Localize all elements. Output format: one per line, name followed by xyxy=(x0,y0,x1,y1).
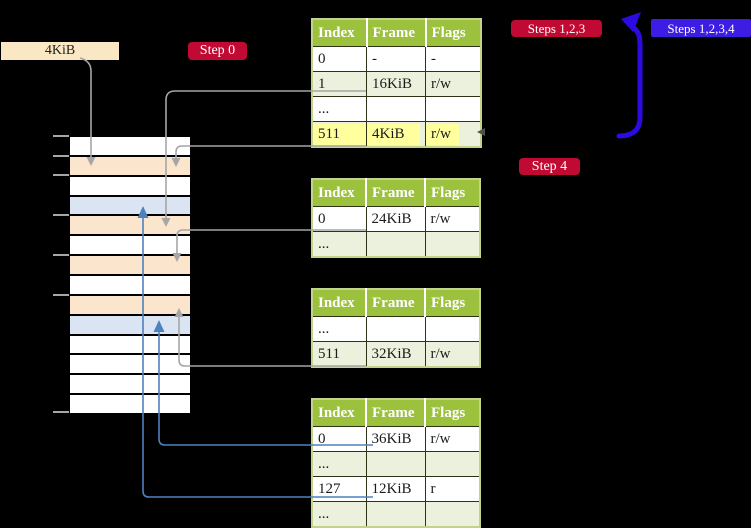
table-row: 511 4KiB r/w xyxy=(312,121,481,147)
column-header-frame: Frame xyxy=(365,19,426,47)
memory-tick xyxy=(53,135,69,137)
table-row: ... xyxy=(312,96,481,122)
memory-row xyxy=(70,196,190,215)
memory-row xyxy=(70,156,190,175)
table-row: ... xyxy=(312,316,480,342)
table-header-row: Index Frame Flags xyxy=(312,19,481,47)
memory-row xyxy=(70,335,190,354)
memory-row xyxy=(70,216,190,235)
table-header-row: Index Frame Flags xyxy=(312,179,480,207)
column-header-index: Index xyxy=(312,399,366,427)
table-row: 127 12KiB r xyxy=(312,476,480,502)
table-header-row: Index Frame Flags xyxy=(312,289,480,317)
column-header-index: Index xyxy=(312,179,366,207)
step4-badge: Step 4 xyxy=(519,158,580,175)
column-header-frame: Frame xyxy=(365,179,425,207)
memory-tick xyxy=(53,155,69,157)
column-header-index: Index xyxy=(312,19,367,47)
page-size-label: 4KiB xyxy=(1,42,119,60)
memory-tick xyxy=(53,214,69,216)
memory-row xyxy=(70,137,190,155)
steps-1234-badge: Steps 1,2,3,4 xyxy=(651,19,751,37)
column-header-flags: Flags xyxy=(424,179,480,207)
memory-row xyxy=(70,395,190,414)
column-header-index: Index xyxy=(312,289,366,317)
memory-row xyxy=(70,236,190,255)
column-header-flags: Flags xyxy=(424,289,480,317)
column-header-frame: Frame xyxy=(365,289,425,317)
physical-memory-column xyxy=(70,137,190,414)
table-row: 1 16KiB r/w xyxy=(312,71,481,97)
thick-blue-loop-arrow xyxy=(616,12,643,139)
table-row: 0 24KiB r/w xyxy=(312,206,480,232)
table-header-row: Index Frame Flags xyxy=(312,399,480,427)
memory-row xyxy=(70,355,190,374)
memory-row xyxy=(70,276,190,294)
memory-row xyxy=(70,315,190,334)
table-row: ... xyxy=(312,451,480,477)
page-table-4: Index Frame Flags 0 36KiB r/w ... 127 12… xyxy=(311,398,481,528)
memory-row xyxy=(70,295,190,314)
table-row: 0 36KiB r/w xyxy=(312,426,480,452)
memory-tick xyxy=(53,174,69,176)
memory-tick xyxy=(53,254,69,256)
steps-123-badge: Steps 1,2,3 xyxy=(511,20,602,37)
column-header-flags: Flags xyxy=(424,19,481,47)
gray-down-arrow xyxy=(171,145,366,167)
column-header-flags: Flags xyxy=(424,399,480,427)
page-table-2: Index Frame Flags 0 24KiB r/w ... xyxy=(311,178,481,258)
table-row: ... xyxy=(312,231,480,257)
table-row: 511 32KiB r/w xyxy=(312,341,480,367)
memory-row xyxy=(70,256,190,275)
column-header-frame: Frame xyxy=(365,399,425,427)
memory-row xyxy=(70,176,190,195)
step0-badge: Step 0 xyxy=(188,42,247,60)
table-row: ... xyxy=(312,501,480,527)
memory-tick xyxy=(53,294,69,296)
page-table-1: Index Frame Flags 0 - - 1 16KiB r/w ... … xyxy=(311,18,482,148)
page-table-3: Index Frame Flags ... 511 32KiB r/w xyxy=(311,288,481,368)
memory-tick xyxy=(53,411,69,413)
table-row: 0 - - xyxy=(312,46,481,72)
memory-row xyxy=(70,375,190,394)
